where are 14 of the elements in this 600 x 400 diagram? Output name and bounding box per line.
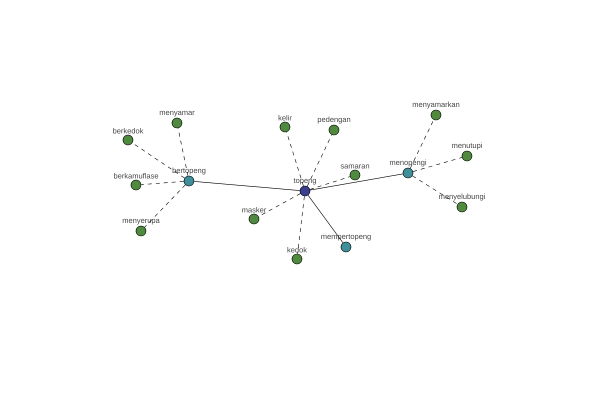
connector-line bbox=[310, 176, 350, 190]
connector-line bbox=[144, 184, 186, 228]
connector-line bbox=[412, 157, 462, 172]
connector-line bbox=[297, 196, 305, 254]
connector-line bbox=[410, 119, 434, 169]
connector-line bbox=[194, 181, 300, 191]
connector-line bbox=[306, 134, 332, 187]
connector-line bbox=[132, 142, 185, 178]
connector-line bbox=[310, 174, 404, 190]
connector-line bbox=[286, 132, 304, 186]
connector-line bbox=[140, 181, 184, 185]
connector-line bbox=[178, 128, 188, 176]
connector-line bbox=[308, 194, 344, 244]
connector-line bbox=[412, 176, 458, 204]
